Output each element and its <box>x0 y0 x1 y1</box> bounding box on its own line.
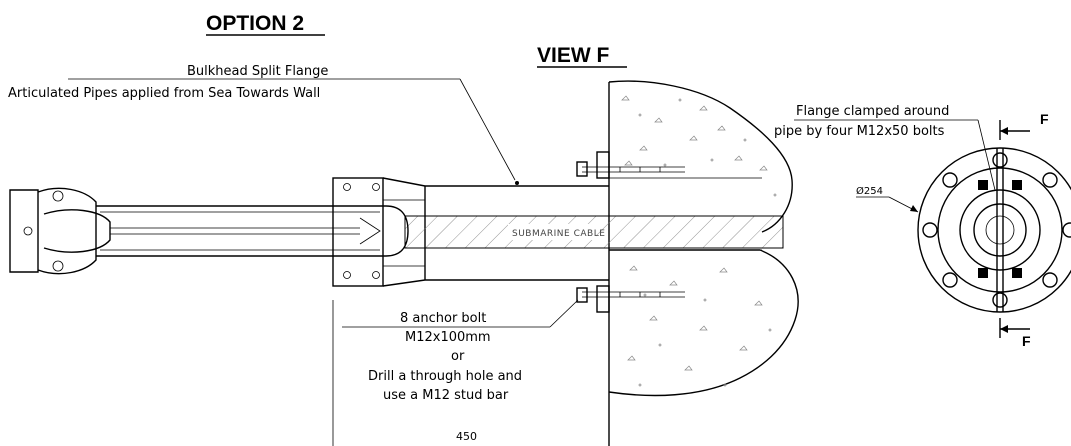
section-mark-bottom <box>999 318 1030 338</box>
anchor-label-line4: Drill a through hole and <box>368 369 522 384</box>
flange-label-line2: Articulated Pipes applied from Sea Towar… <box>8 86 320 101</box>
clamp-label-line2: pipe by four M12x50 bolts <box>774 124 945 139</box>
flange-label-line1: Bulkhead Split Flange <box>187 64 328 79</box>
anchor-label-line2: M12x100mm <box>405 330 491 345</box>
section-mark-top <box>999 120 1030 140</box>
view-heading: VIEW F <box>537 44 610 67</box>
diameter-label: Ø254 <box>856 185 883 197</box>
section-label-bottom: F <box>1022 333 1031 349</box>
option-heading: OPTION 2 <box>206 12 304 35</box>
submarine-cable: SUBMARINE CABLE <box>404 215 784 249</box>
anchor-label-line1: 8 anchor bolt <box>400 311 486 326</box>
section-label-top: F <box>1040 111 1049 127</box>
cable-label: SUBMARINE CABLE <box>512 229 605 239</box>
dimension-label: 450 <box>456 430 477 443</box>
anchor-label-line5: use a M12 stud bar <box>383 388 509 403</box>
anchor-bolt-bottom <box>576 285 685 313</box>
concrete-wall <box>608 80 799 446</box>
clamp-label-line1: Flange clamped around <box>796 104 949 119</box>
view-f-flange <box>917 147 1071 313</box>
articulated-pipe <box>9 187 409 275</box>
anchor-label-line3: or <box>451 349 465 364</box>
anchor-bolt-top <box>576 151 685 179</box>
